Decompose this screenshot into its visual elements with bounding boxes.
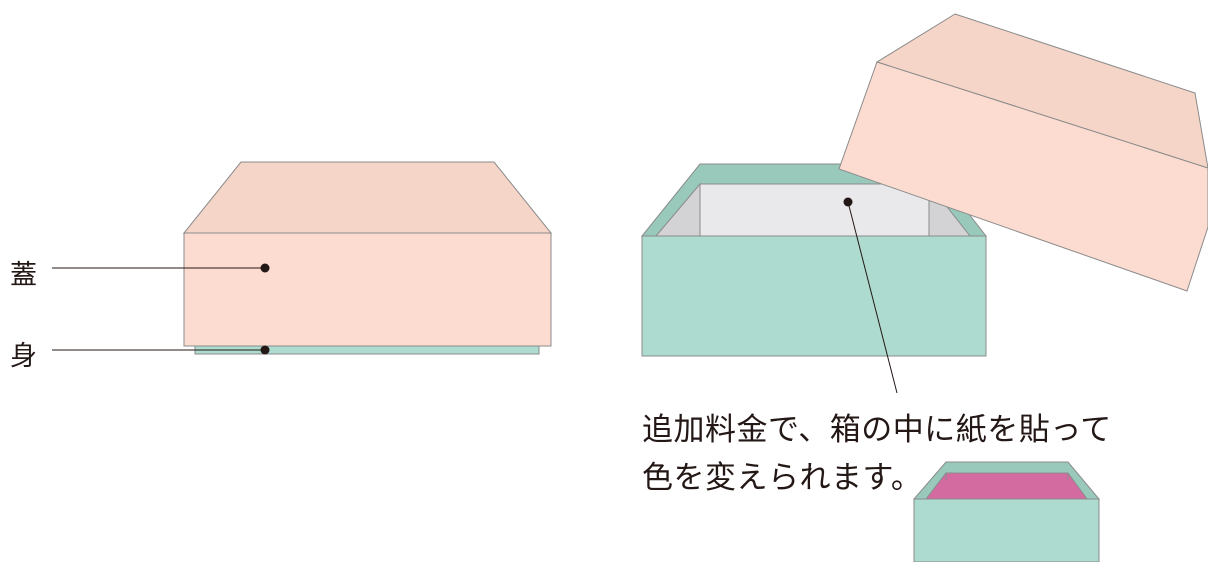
tilted-lid-top [875,13,1208,169]
open-box-interior-back [699,183,930,237]
lid-leader-dot [260,263,270,273]
part-leaders [52,263,270,355]
body-label: 身 [10,341,37,372]
closed-box [182,161,553,355]
tilted-lid-front [838,61,1208,292]
lining-example-inner [924,472,1088,500]
lining-example-box [912,461,1101,562]
open-box-lid [838,13,1208,292]
caption-line-2: 色を変えられます。 [642,460,923,496]
closed-box-lid-top [182,161,553,234]
lid-label: 蓋 [10,260,37,291]
interior-leader-line [847,201,898,394]
lining-example-front [913,498,1100,562]
caption-line-1: 追加料金で、箱の中に紙を貼って [642,412,1112,448]
interior-leader-dot [843,197,853,207]
closed-box-lid-front [183,232,552,347]
body-leader-dot [260,345,270,355]
interior-leader [843,197,898,394]
open-box-front [641,235,987,357]
